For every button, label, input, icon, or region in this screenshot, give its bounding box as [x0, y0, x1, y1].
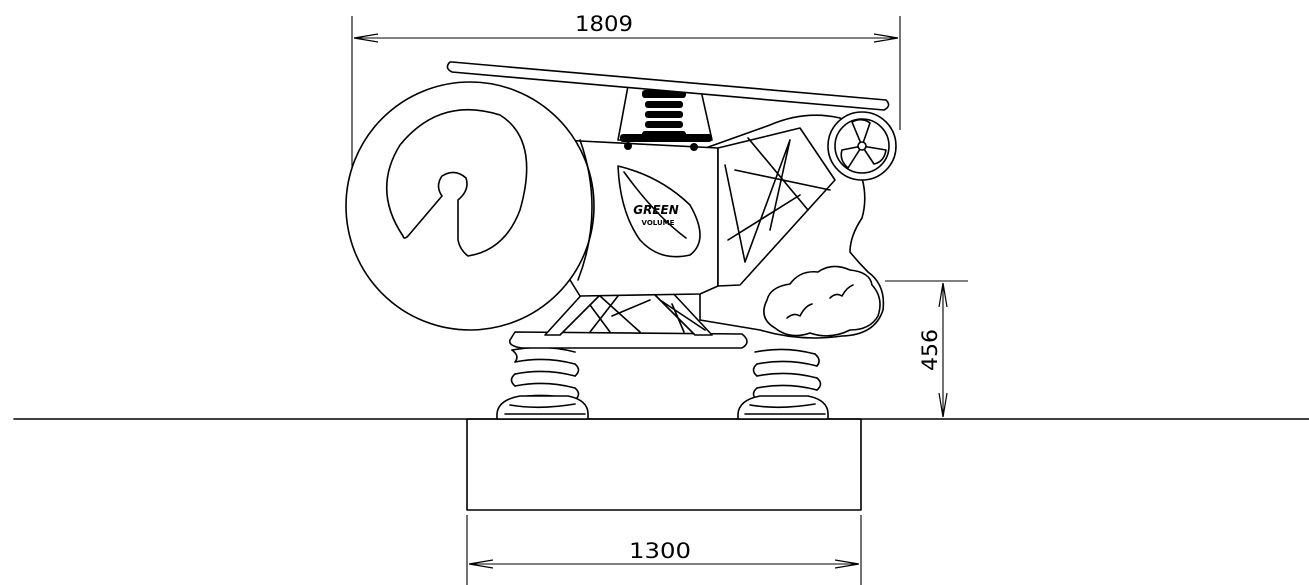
tail-truss: [717, 127, 836, 287]
dimension-overall-length: 1809: [351, 12, 901, 175]
landing-skid: [508, 331, 748, 349]
dimension-base-length: 1300: [466, 515, 862, 585]
green-volume-logo: GREEN VOLUME: [617, 165, 701, 258]
logo-line-2: VOLUME: [642, 219, 675, 227]
cockpit-window: [385, 108, 528, 257]
main-rotor-blade: [446, 61, 890, 111]
dimension-seat-height: 456: [885, 280, 968, 417]
spring-right: [737, 348, 829, 420]
dimension-label-height: 456: [918, 329, 942, 371]
cockpit-dome: [345, 81, 595, 331]
helicopter-rocker: GREEN VOLUME: [345, 61, 897, 420]
tail-rotor: [827, 111, 897, 181]
spring-left: [496, 346, 589, 420]
cabin-seat-bar: [620, 134, 712, 142]
small-cloud: [763, 265, 881, 337]
bird-icon: [829, 284, 854, 299]
cockpit-edge: [577, 139, 593, 281]
logo-line-1: GREEN: [633, 203, 679, 217]
dimension-label-base: 1300: [629, 539, 691, 563]
foundation-block: [466, 418, 862, 511]
dimension-label-overall: 1809: [575, 12, 633, 36]
bird-icon: [786, 303, 813, 319]
landing-gear: [544, 289, 713, 336]
